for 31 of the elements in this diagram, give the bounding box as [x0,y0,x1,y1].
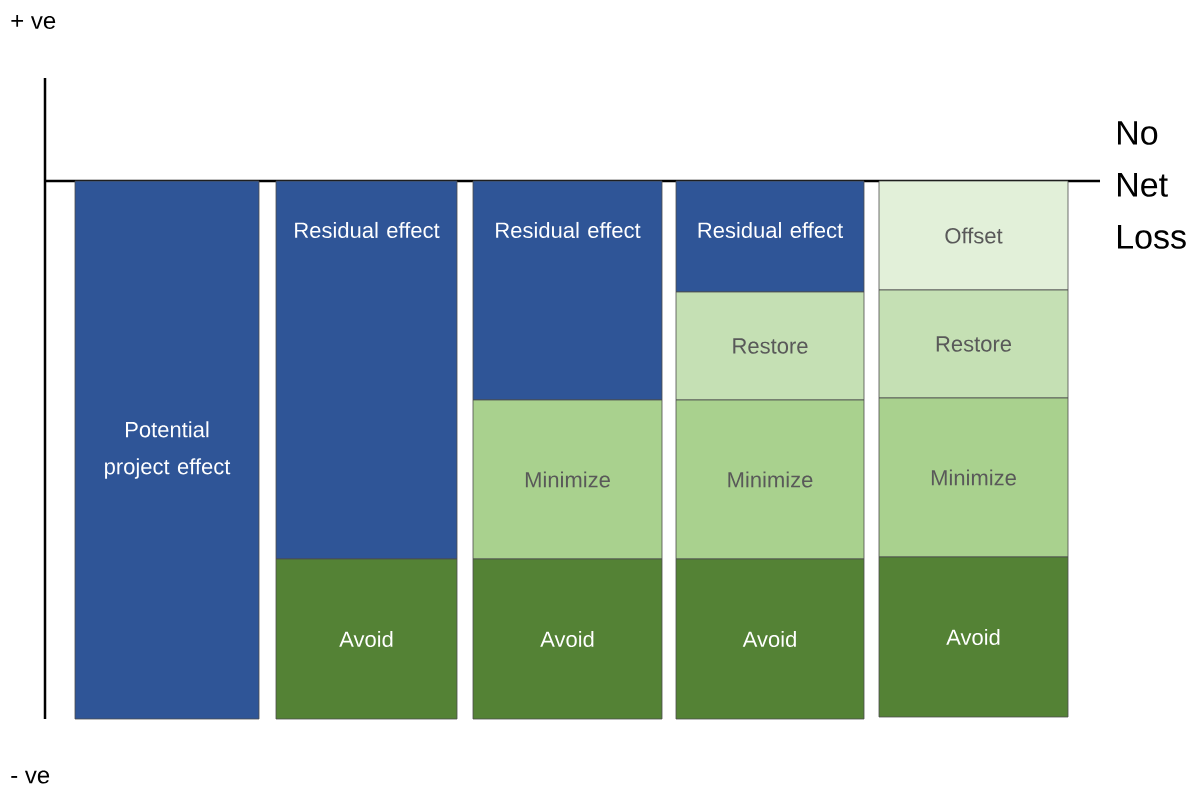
segment-label: Avoid [742,630,796,648]
bar-segment [472,399,663,560]
segment-label: Minimize [931,469,1016,486]
bar-segment [675,180,865,293]
segment-label: Potential project effect [105,421,231,479]
bar-segment [675,291,865,401]
bar-segment [878,180,1069,291]
bar-segment [878,556,1069,718]
segment-label: Residual effect [295,221,440,239]
bar-segment [275,558,458,720]
segment-label: Restore [733,338,808,354]
segment-label: Avoid [946,628,1000,646]
segment-label: Residual effect [496,221,641,239]
segment-label: Residual effect [698,221,843,239]
axis-label: + ve [11,14,56,30]
bar-segment [472,180,663,401]
bar-segment [878,397,1069,558]
segment-label: Minimize [728,471,813,488]
axis-label: - ve [11,770,50,784]
bar-segment [275,180,458,560]
bar-segment [472,558,663,720]
axis-label: No Net Loss [1118,121,1186,249]
bar-segment [675,399,865,560]
bar-segment [675,558,865,720]
segment-label: Avoid [339,630,393,648]
bar-segment [878,289,1069,399]
segment-label: Minimize [525,471,610,488]
segment-label: Restore [936,336,1012,352]
bar-segment [74,180,260,720]
segment-label: Offset [945,227,1003,244]
segment-label: Avoid [540,630,594,648]
